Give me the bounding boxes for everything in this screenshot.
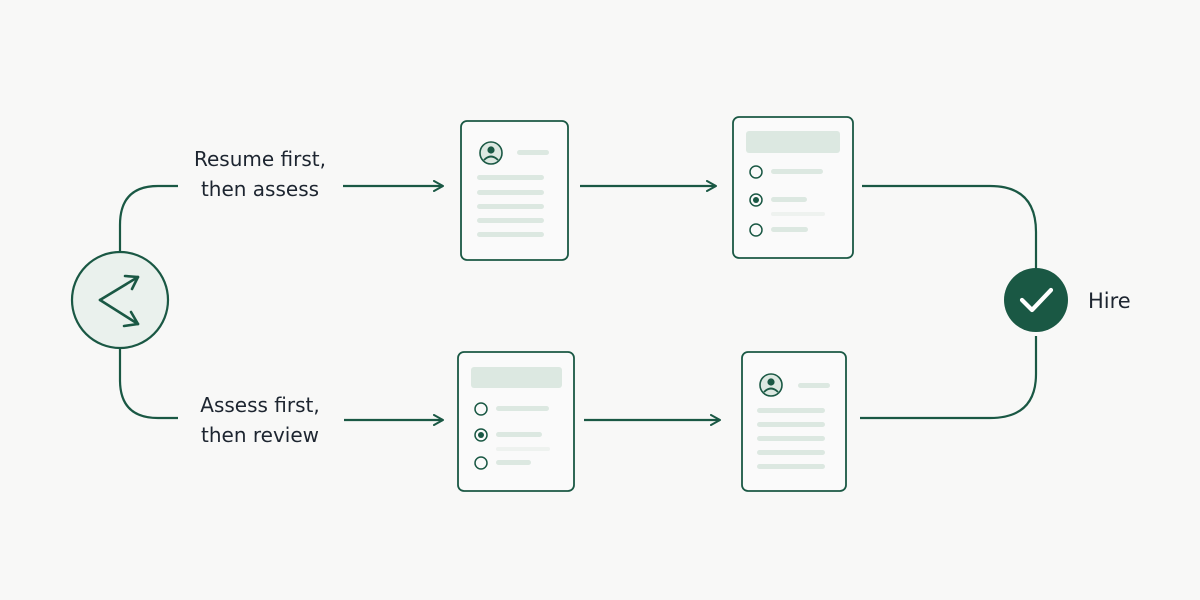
bottom-merge-connector: [860, 336, 1038, 420]
hire-label: Hire: [1088, 289, 1131, 313]
radio-option: [749, 165, 763, 179]
top-branch-connector: [118, 184, 178, 252]
top-path-label: Resume first, then assess: [180, 144, 340, 204]
resume-avatar-icon: [479, 141, 503, 165]
top-path-label-line2: then assess: [200, 177, 320, 201]
radio-option: [749, 223, 763, 237]
radio-option: [474, 402, 488, 416]
top-merge-connector: [862, 184, 1038, 276]
top-assessment-card: [732, 116, 854, 259]
top-resume-card: [460, 120, 569, 261]
bottom-path-label-line1: Assess first,: [200, 393, 320, 417]
bottom-path-label-line2: then review: [201, 423, 319, 447]
radio-option: [474, 456, 488, 470]
start-node: [70, 250, 170, 350]
resume-avatar-icon: [759, 373, 783, 397]
check-icon: [1019, 287, 1054, 313]
bottom-branch-connector: [118, 348, 178, 420]
bottom-assessment-card: [457, 351, 575, 492]
split-arrows-icon: [98, 274, 140, 328]
top-path-label-line1: Resume first,: [194, 147, 326, 171]
bottom-path-label: Assess first, then review: [180, 390, 340, 450]
hire-node: [1004, 268, 1068, 332]
bottom-resume-card: [741, 351, 847, 492]
